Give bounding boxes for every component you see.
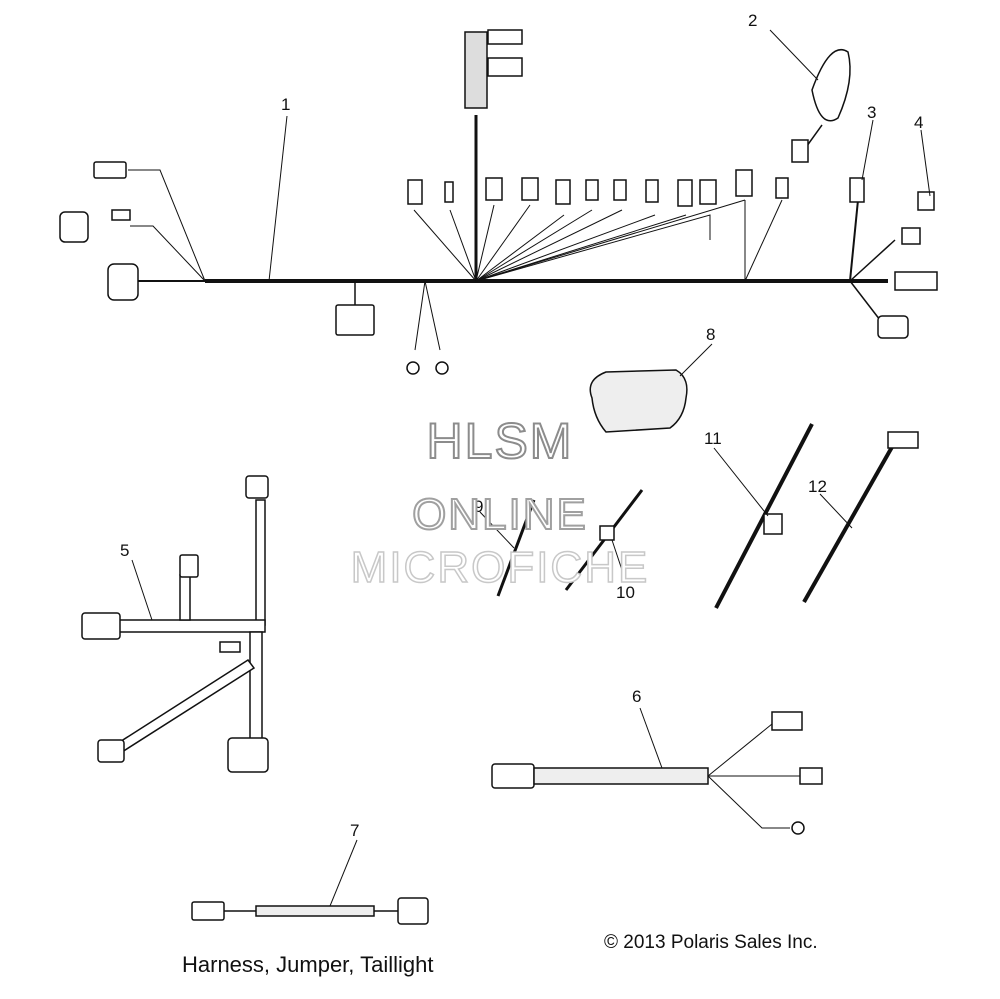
watermark-line-2: ONLINE xyxy=(411,489,588,540)
diagram-caption: Harness, Jumper, Taillight xyxy=(182,952,434,977)
callout-2: 2 xyxy=(748,11,757,30)
callout-leaders xyxy=(131,29,931,907)
callout-numbers: 1 2 3 4 5 6 7 8 9 10 11 12 xyxy=(120,11,923,840)
main-harness xyxy=(128,115,896,351)
callout-9: 9 xyxy=(474,497,483,516)
watermark-line-3: MICROFICHE xyxy=(350,542,650,593)
callout-6: 6 xyxy=(632,687,641,706)
callout-8: 8 xyxy=(706,325,715,344)
harness-connectors xyxy=(59,29,938,375)
callout-11: 11 xyxy=(704,429,722,448)
callout-5: 5 xyxy=(120,541,129,560)
cable-ties xyxy=(496,423,919,609)
loom-harness xyxy=(491,711,823,835)
copyright-notice: © 2013 Polaris Sales Inc. xyxy=(604,932,818,953)
callout-3: 3 xyxy=(867,103,876,122)
tee-harness xyxy=(81,475,269,773)
callout-12: 12 xyxy=(808,477,827,496)
jumper-harness xyxy=(191,897,429,925)
callout-10: 10 xyxy=(616,583,635,602)
watermark-line-1: HLSM xyxy=(426,412,574,470)
harness-cover xyxy=(589,369,688,433)
callout-1: 1 xyxy=(281,95,290,114)
callout-4: 4 xyxy=(914,113,923,132)
callout-7: 7 xyxy=(350,821,359,840)
